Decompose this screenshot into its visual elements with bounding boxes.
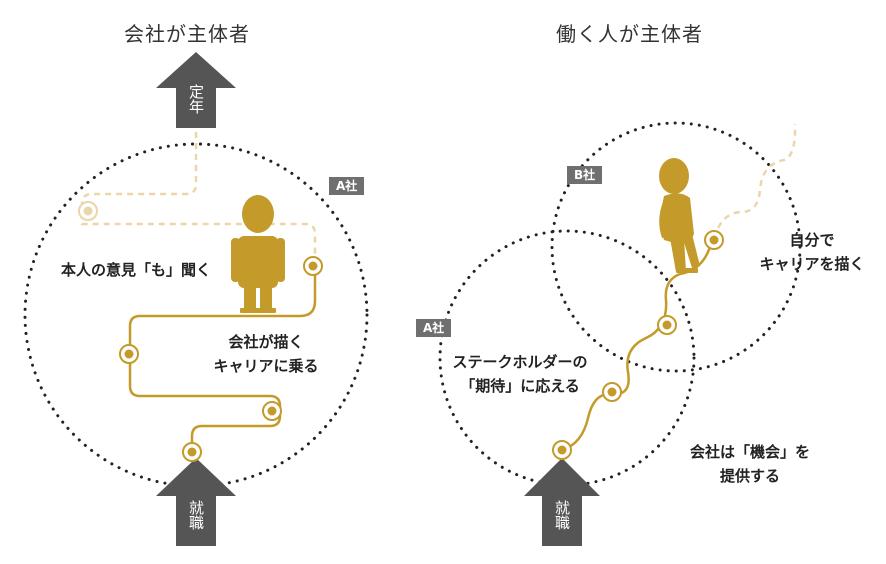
right-title: 働く人が主体者 — [556, 22, 703, 46]
right-stakeholder-line2: 「期待」に応える — [460, 377, 580, 395]
left-a-company-badge: A社 — [329, 177, 365, 195]
right-opportunity-line2: 提供する — [719, 467, 780, 485]
right-node-2 — [602, 382, 622, 402]
left-opinion-label: 本人の意見「も」聞く — [61, 261, 212, 279]
left-node-1 — [78, 201, 98, 221]
right-b-company-circle — [550, 121, 802, 373]
left-node-4 — [262, 401, 282, 421]
right-opportunity-label: 会社は「機会」を 提供する — [680, 440, 820, 488]
right-person-figure — [659, 158, 700, 273]
right-employment-text: 就職 — [553, 500, 571, 530]
right-self-career-line2: キャリアを描く — [759, 255, 865, 273]
left-company-career-label: 会社が描く キャリアに乗る — [196, 330, 336, 378]
right-a-company-circle — [438, 229, 696, 487]
left-career-path — [128, 266, 317, 452]
right-bottom-arrow — [524, 458, 600, 546]
right-dashed-path — [712, 123, 797, 239]
right-node-1 — [552, 440, 572, 460]
right-self-career-line1: 自分で — [789, 231, 835, 249]
left-bottom-arrow — [156, 458, 236, 546]
right-node-3 — [657, 315, 677, 335]
right-stakeholder-line1: ステークホルダーの — [452, 353, 588, 371]
right-a-company-badge: A社 — [416, 319, 452, 337]
left-company-career-line2: キャリアに乗る — [213, 357, 319, 375]
left-title: 会社が主体者 — [124, 22, 250, 46]
left-top-arrow — [156, 52, 236, 128]
left-node-2 — [303, 256, 323, 276]
right-opportunity-line1: 会社は「機会」を — [689, 443, 810, 461]
left-company-career-line1: 会社が描く — [228, 333, 304, 351]
left-employment-text: 就職 — [187, 500, 205, 530]
left-person-figure — [231, 195, 285, 313]
left-node-3 — [119, 344, 139, 364]
right-stakeholder-label: ステークホルダーの 「期待」に応える — [440, 350, 600, 398]
left-dashed-path — [80, 132, 317, 266]
left-retirement-text: 定年 — [187, 84, 205, 114]
right-node-4 — [704, 230, 724, 250]
right-self-career-label: 自分で キャリアを描く — [752, 228, 872, 276]
right-b-company-badge: B社 — [567, 166, 603, 184]
right-career-path — [561, 239, 714, 452]
left-node-5 — [182, 442, 202, 462]
